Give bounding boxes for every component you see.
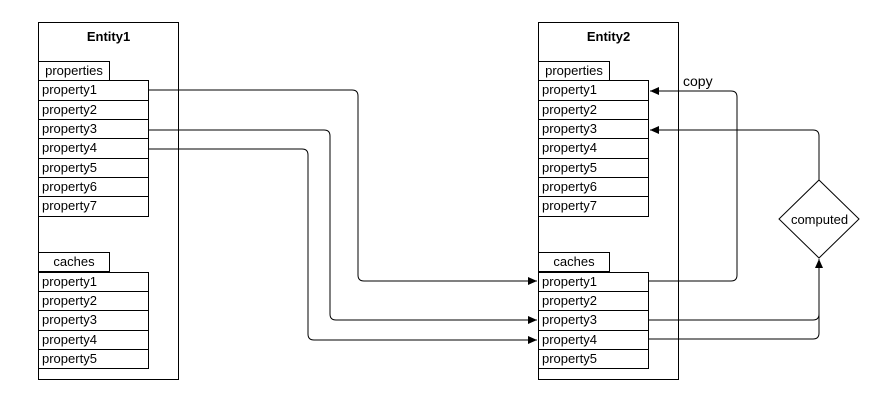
entity1-properties-header: properties — [38, 61, 110, 81]
property-row: property5 — [538, 157, 649, 178]
property-row: property2 — [538, 99, 649, 120]
entity1-caches-header: caches — [38, 251, 110, 272]
property-row: property1 — [538, 271, 649, 292]
connector-e1-property1-to-e2-cache1 — [149, 89, 537, 285]
property-row: property7 — [38, 196, 149, 217]
property-row: property1 — [38, 80, 149, 101]
property-row: property1 — [538, 80, 649, 101]
connector-e1-property4-to-e2-cache4 — [149, 148, 537, 344]
property-row: property4 — [538, 329, 649, 350]
property-row: property4 — [38, 329, 149, 350]
property-row: property1 — [38, 271, 149, 292]
computed-label: computed — [790, 212, 849, 227]
connector-e1-property3-to-e2-cache3 — [149, 129, 537, 324]
property-row: property3 — [38, 118, 149, 140]
copy-label: copy — [683, 73, 713, 89]
property-row: property5 — [538, 348, 649, 370]
property-row: property6 — [38, 176, 149, 198]
entity2-title: Entity2 — [586, 29, 631, 44]
entity1-title: Entity1 — [86, 29, 131, 44]
entity2-properties-header: properties — [538, 61, 610, 81]
property-row: property2 — [38, 290, 149, 312]
property-row: property2 — [38, 99, 149, 120]
property-row: property7 — [538, 196, 649, 217]
property-row: property3 — [538, 310, 649, 331]
property-row: property5 — [38, 157, 149, 178]
property-row: property5 — [38, 348, 149, 370]
property-row: property3 — [538, 118, 649, 140]
property-row: property2 — [538, 290, 649, 312]
property-row: property6 — [538, 176, 649, 198]
entity2-caches-header: caches — [538, 251, 610, 272]
property-row: property3 — [38, 310, 149, 331]
property-row: property4 — [38, 138, 149, 159]
property-row: property4 — [538, 138, 649, 159]
